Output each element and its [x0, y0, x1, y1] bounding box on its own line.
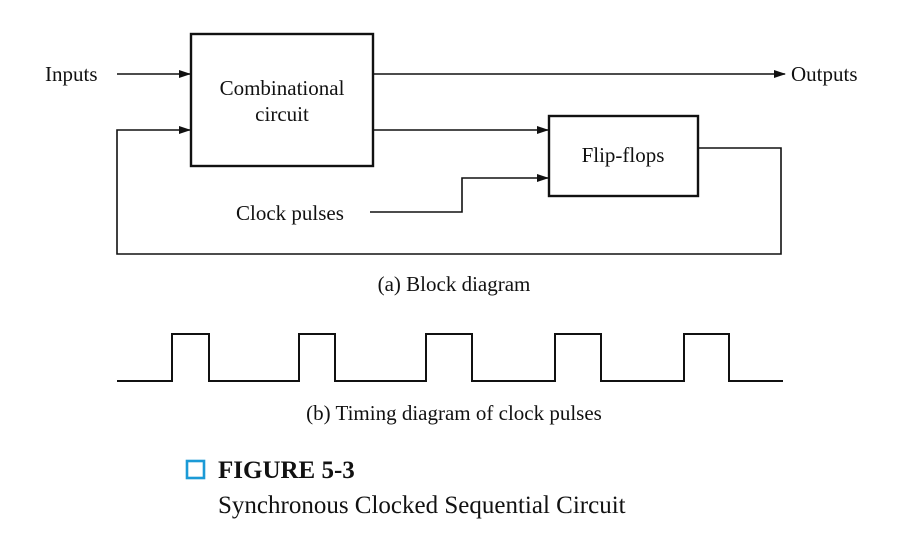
caption-square-icon [185, 459, 206, 480]
figure-title: Synchronous Clocked Sequential Circuit [218, 492, 626, 519]
combinational-label-line1: Combinational [220, 76, 345, 100]
timing-diagram: (b) Timing diagram of clock pulses [117, 333, 783, 425]
outputs-label: Outputs [791, 62, 858, 86]
figure-caption: FIGURE 5-3 Synchronous Clocked Sequentia… [185, 457, 626, 519]
clock-pulses-label: Clock pulses [236, 201, 344, 225]
inputs-label: Inputs [45, 62, 98, 86]
combinational-label-line2: circuit [255, 102, 309, 126]
clock-arrow [370, 174, 549, 213]
flip-flops-block [547, 114, 700, 198]
timing-diagram-caption: (b) Timing diagram of clock pulses [306, 401, 602, 425]
feedback-path [116, 126, 782, 255]
combinational-circuit-block [189, 32, 375, 168]
flip-flops-label: Flip-flops [582, 143, 665, 167]
block-diagram: Inputs Combinational circuit Outputs Fli… [45, 32, 858, 296]
figure-number: FIGURE 5-3 [218, 457, 355, 484]
clock-waveform [117, 333, 783, 382]
block-diagram-caption: (a) Block diagram [378, 272, 531, 296]
